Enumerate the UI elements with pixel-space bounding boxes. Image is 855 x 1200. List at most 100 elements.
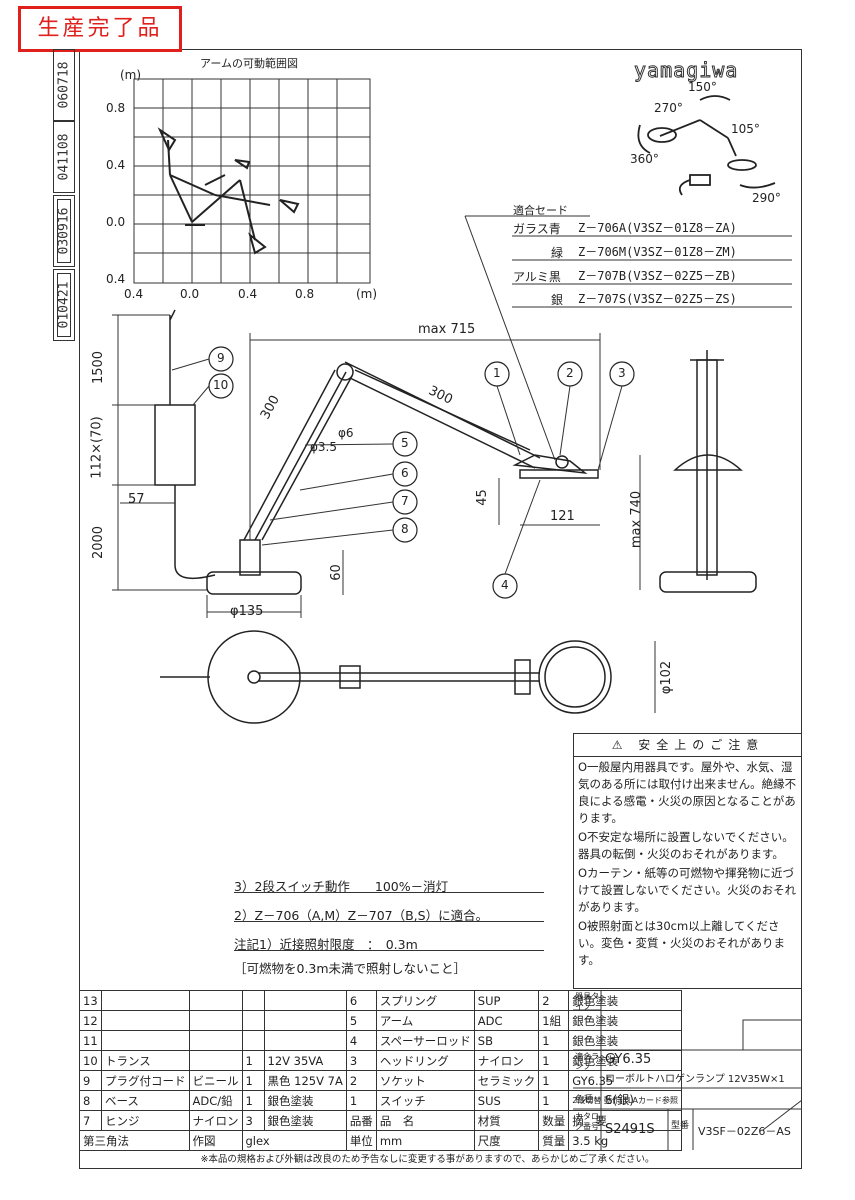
part-no: 3 [345,1050,377,1071]
part-material: 材質 [473,1110,540,1131]
callout-number: 8 [401,522,409,536]
dim-1500: 1500 [91,350,107,385]
arm-chart-ytick: 0.4 [106,158,126,172]
part-no: 12 [79,1010,102,1031]
brand-logo: yamagiwa [633,58,739,83]
part-material [188,1030,243,1051]
dim-740: max 740 [629,490,645,549]
part-material: ADC/鉛 [188,1090,243,1111]
part-qty: 1 [241,1090,265,1111]
part-qty [241,1030,265,1051]
note-underline [234,892,544,893]
rotation-290: 290° [752,191,781,205]
part-qty: 1 [538,1030,570,1051]
part-no: 13 [79,990,102,1011]
callout-leaders [171,358,623,575]
shade-underlines [464,215,792,461]
part-material [188,1010,243,1031]
front-view [659,350,757,593]
product-info: 器具タイプ 適合ランプ GY6.35 ローボルトハロゲンランプ 12V35W×1… [573,990,802,1150]
rotation-105: 105° [731,122,760,136]
part-spec: 銀色塗装 [263,1110,347,1131]
part-name: ヘッドリング [375,1050,475,1071]
part-name [101,990,190,1011]
part-material: SB [473,1030,540,1051]
part-no: 品番 [345,1110,377,1131]
lamp-base: GY6.35 [605,1052,652,1067]
lamp-label: 適合ランプ [575,1052,599,1071]
dim-57: 57 [128,492,145,507]
part-qty: 1組 [538,1010,570,1031]
part-qty: 数量 [538,1110,570,1131]
side-view [154,309,599,595]
part-name: ベース [101,1090,190,1111]
callout-number: 7 [401,494,409,508]
part-qty [241,990,265,1011]
part-qty: 1 [538,1050,570,1071]
part-material: SUS [473,1090,540,1111]
catalog-label: カタログ番号 [575,1112,599,1131]
part-spec: 銀色塗装 [263,1090,347,1111]
part-no: 11 [79,1030,102,1051]
arm-range-sketch [157,127,300,255]
catalog-number: S2491S [605,1122,655,1137]
dimension-lines [112,314,656,713]
top-view [160,630,612,724]
drawing-frame [79,49,802,1169]
rotation-270: 270° [654,101,683,115]
dim-phi35: φ3.5 [310,440,337,454]
info-grid [573,990,802,1150]
shade-code: Z－707S(V3SZ－02Z5－ZS) [578,292,737,306]
part-spec: GY6.35 [568,1070,683,1091]
drawn-by: glex [241,1130,347,1151]
color-value: S(銀) [605,1093,634,1107]
scale-label: 尺度 [473,1130,540,1151]
part-no: 7 [79,1110,102,1131]
part-spec: 黒色 125V 7A [263,1070,347,1091]
shade-label: 銀 [551,293,564,307]
type-label: 器具タイプ [575,992,599,1011]
part-qty: 1 [241,1070,265,1091]
part-material [188,990,243,1011]
caution-item: O一般屋内用器具です。屋外や、水気、湿気のある所には取付け出来ません。絶縁不良に… [578,760,797,825]
caution-title: ⚠ 安全上のご注意 [574,734,802,757]
note-2: 2）Z－706（A,M）Z－707（B,S）に適合。 [234,908,489,923]
note-1: 注記1）近接照射限度 ： 0.3m [234,937,418,952]
arm-chart-ytick: 0.8 [106,101,126,115]
part-no: 10 [79,1050,102,1071]
callout-circles [208,346,635,599]
dim-45: 45 [474,489,490,506]
shade-label: 緑 [551,246,564,260]
lamp-description: ローボルトハロゲンランプ 12V35W×1 [605,1074,785,1085]
callout-number: 9 [217,351,225,365]
part-qty: 1 [241,1050,265,1071]
part-spec: 銀色塗装 [568,1030,683,1051]
part-name: アーム [375,1010,475,1031]
part-no: 6 [345,990,377,1011]
part-no: 5 [345,1010,377,1031]
part-no: 4 [345,1030,377,1051]
part-spec: 銀色塗装 [568,990,683,1011]
callout-number: 2 [566,366,574,380]
part-name: スプリング [375,990,475,1011]
unit-label: 単位 [345,1130,377,1151]
arm-chart-xunit: (m) [356,287,378,301]
part-material [188,1050,243,1071]
callout-number: 5 [401,436,409,450]
callout-number: 4 [501,578,509,592]
shade-label: アルミ黒 [513,270,561,284]
part-material: ビニール [188,1070,243,1091]
part-spec [263,990,347,1011]
part-name: ヒンジ [101,1110,190,1131]
dim-102: φ102 [659,660,675,695]
revision-cell: 060718 [53,49,75,121]
note-0: ［可燃物を0.3m未満で照射しないこと］ [234,961,467,976]
dim-112: 112×(70) [89,416,105,479]
revision-cell: 010421 [53,269,75,341]
part-qty: 2 [538,990,570,1011]
